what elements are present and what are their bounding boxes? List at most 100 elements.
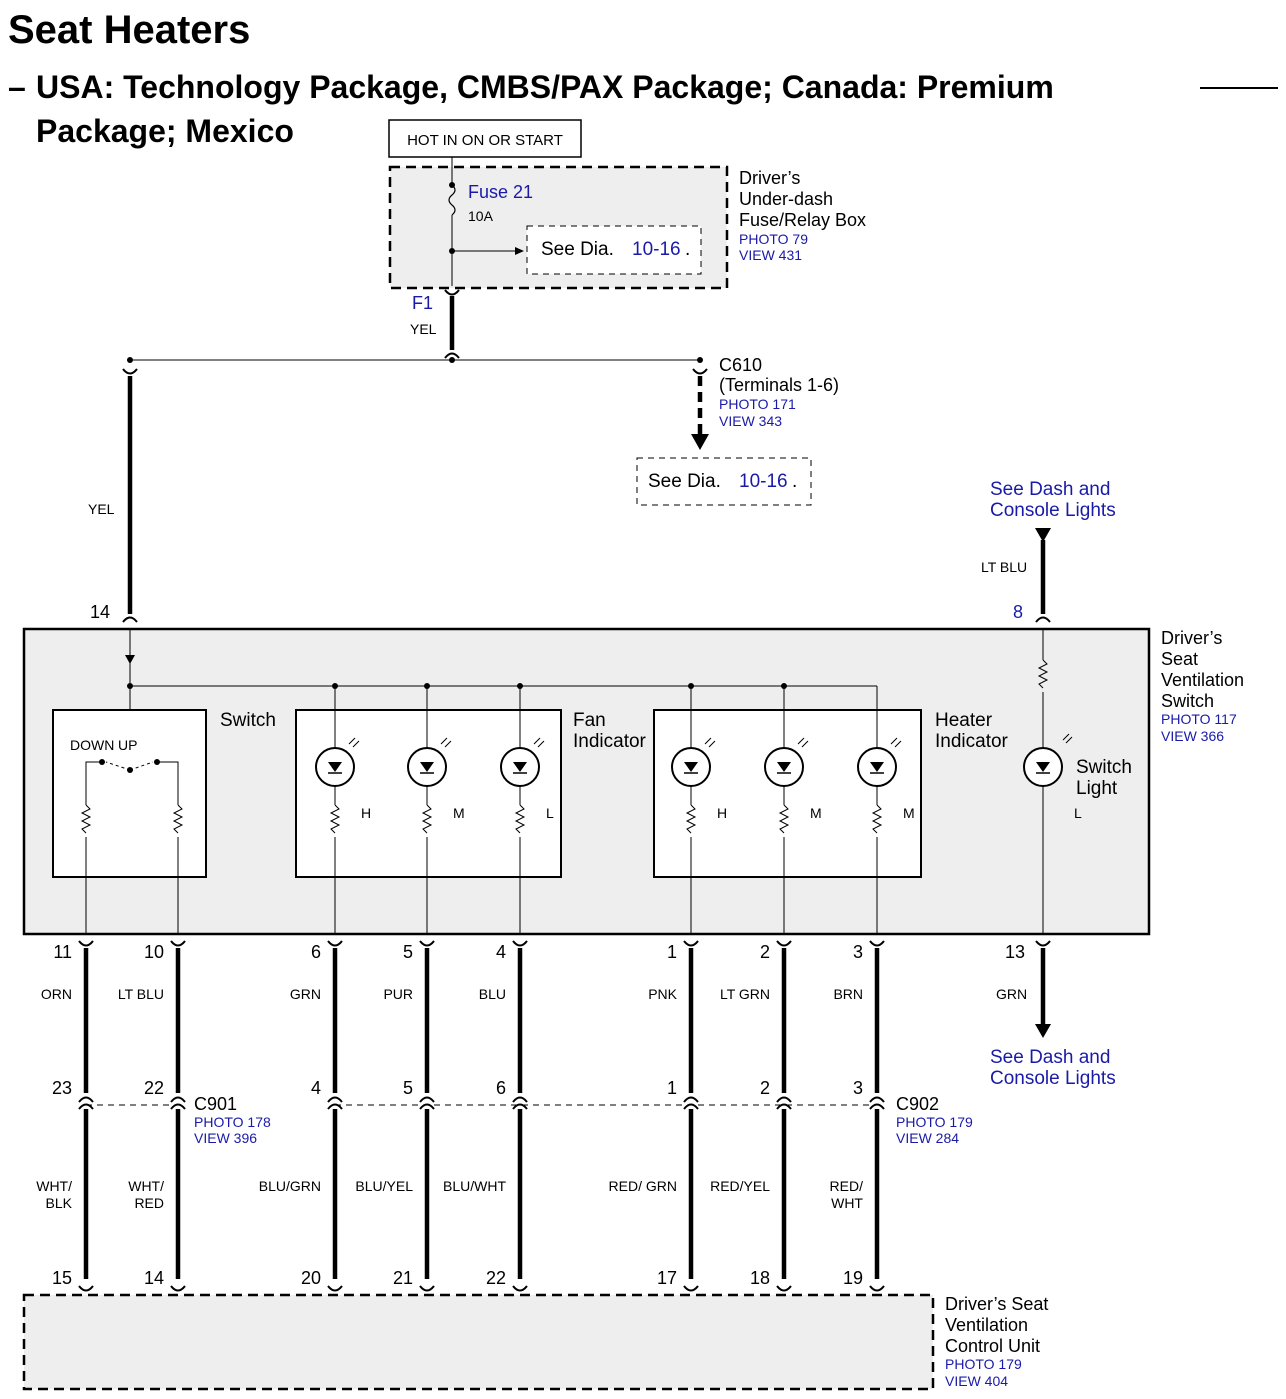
inline-connector-pin: 22 xyxy=(144,1078,164,1098)
light-emission-icon xyxy=(348,737,360,748)
fan-indicator-label-2: Indicator xyxy=(573,731,647,752)
light-emission-icon xyxy=(890,737,902,748)
ventilation-switch-unit xyxy=(22,627,1151,936)
control-unit-name-3: Control Unit xyxy=(945,1336,1040,1356)
dash-bottom-line1: See Dash and xyxy=(990,1047,1110,1068)
fuse-wire-color: YEL xyxy=(410,321,437,337)
switch-unit-view: VIEW 366 xyxy=(1161,728,1224,744)
inline-connector-female xyxy=(869,1096,885,1103)
light-emission-icon xyxy=(533,737,545,748)
light-wire-arrow xyxy=(1035,1024,1051,1038)
c610-terminals: (Terminals 1-6) xyxy=(719,375,839,395)
fuse-box-view: VIEW 431 xyxy=(739,247,802,263)
switch-pin-number: 5 xyxy=(403,942,413,962)
power-source-label: HOT IN ON OR START xyxy=(407,132,563,149)
resistor-icon xyxy=(329,804,341,834)
unit-pin-number: 21 xyxy=(393,1268,413,1288)
unit-pin-number: 22 xyxy=(486,1268,506,1288)
inline-connector-female xyxy=(170,1096,186,1103)
dash-top-line1: See Dash and xyxy=(990,479,1110,500)
switch-pin-number: 6 xyxy=(311,942,321,962)
wire-color-upper: BRN xyxy=(833,986,863,1002)
unit-pin-number: 19 xyxy=(843,1268,863,1288)
left-wire-connector-bottom xyxy=(122,616,138,623)
switch-unit-photo: PHOTO 117 xyxy=(1161,711,1237,727)
switch-light-circuit xyxy=(1023,629,1073,934)
unit-connector-symbol xyxy=(512,1285,528,1292)
unit-connector-symbol xyxy=(683,1285,699,1292)
connector-symbol xyxy=(683,940,699,947)
c610-see-ref: 10-16 xyxy=(739,471,788,492)
wire-color-upper: BLU xyxy=(479,986,506,1002)
light-wire-color: GRN xyxy=(996,986,1027,1002)
switch-pin-number: 2 xyxy=(760,942,770,962)
control-unit-photo: PHOTO 179 xyxy=(945,1356,1022,1372)
switch-pin-number: 3 xyxy=(853,942,863,962)
connector-symbol xyxy=(419,940,435,947)
inline-connector-pin: 1 xyxy=(667,1078,677,1098)
fuse-box-name-1: Driver’s xyxy=(739,168,800,188)
power-splice-dot-center xyxy=(449,357,455,363)
unit-pin-number: 17 xyxy=(657,1268,677,1288)
unit-connector-symbol xyxy=(869,1285,885,1292)
wire-color-lower: BLK xyxy=(46,1195,73,1211)
subtitle-dash: – xyxy=(8,69,26,105)
left-wire-color: YEL xyxy=(88,501,115,517)
fuse-see-suffix: . xyxy=(685,239,690,260)
c901-view: VIEW 396 xyxy=(194,1130,257,1146)
diode-icon xyxy=(513,762,527,772)
unit-connector-symbol xyxy=(327,1285,343,1292)
switch-pin-number: 1 xyxy=(667,942,677,962)
wire-color-upper: LT BLU xyxy=(118,986,164,1002)
power-splice-dot-right xyxy=(697,357,703,363)
power-source-box xyxy=(388,119,582,158)
fuse-box-name-2: Under-dash xyxy=(739,189,833,209)
resistor-icon xyxy=(685,804,697,834)
wire-color-lower: RED/YEL xyxy=(710,1178,770,1194)
fuse-see-text: See Dia. xyxy=(541,239,614,260)
inline-connector-female xyxy=(78,1096,94,1103)
switch-pin-8: 8 xyxy=(1013,602,1023,622)
power-splice-dot-left xyxy=(127,357,133,363)
fuse-name: Fuse 21 xyxy=(468,182,533,202)
dash-top-wire-color: LT BLU xyxy=(981,559,1027,575)
heater-indicator-label-2: Indicator xyxy=(935,731,1009,752)
connector-symbol xyxy=(776,940,792,947)
unit-connector-symbol xyxy=(419,1285,435,1292)
diode-icon xyxy=(777,762,791,772)
switch-down-label: DOWN xyxy=(70,737,114,753)
wire-color-upper: PUR xyxy=(383,986,413,1002)
fuse-rating: 10A xyxy=(468,208,494,224)
control-unit-name-1: Driver’s Seat xyxy=(945,1294,1048,1314)
inline-connector-female xyxy=(327,1096,343,1103)
fuse-relay-box xyxy=(388,157,729,290)
c610-photo: PHOTO 171 xyxy=(719,396,796,412)
unit-pin-number: 15 xyxy=(52,1268,72,1288)
inline-connector-female xyxy=(512,1096,528,1103)
switch-unit-name-4: Switch xyxy=(1161,691,1214,711)
indicator-level-label: M xyxy=(810,805,822,821)
inline-connector-pin: 5 xyxy=(403,1078,413,1098)
unit-pin-number: 18 xyxy=(750,1268,770,1288)
unit-connector-symbol xyxy=(776,1285,792,1292)
inline-connector-female xyxy=(683,1096,699,1103)
c902-name: C902 xyxy=(896,1094,939,1114)
c901-name: C901 xyxy=(194,1094,237,1114)
subtitle-line1: USA: Technology Package, CMBS/PAX Packag… xyxy=(36,69,1054,105)
switch-light-level: L xyxy=(1074,805,1082,821)
c610-see-box xyxy=(636,457,812,506)
c610-see-suffix: . xyxy=(792,471,797,492)
connector-symbol xyxy=(512,940,528,947)
wire-color-lower: BLU/WHT xyxy=(443,1178,506,1194)
switch-unit-name-2: Seat xyxy=(1161,649,1198,669)
left-wire-connector-top xyxy=(122,368,138,375)
wire-color-lower: RED xyxy=(134,1195,164,1211)
wire-color-lower: RED/ xyxy=(830,1178,864,1194)
connector-symbol xyxy=(170,940,186,947)
